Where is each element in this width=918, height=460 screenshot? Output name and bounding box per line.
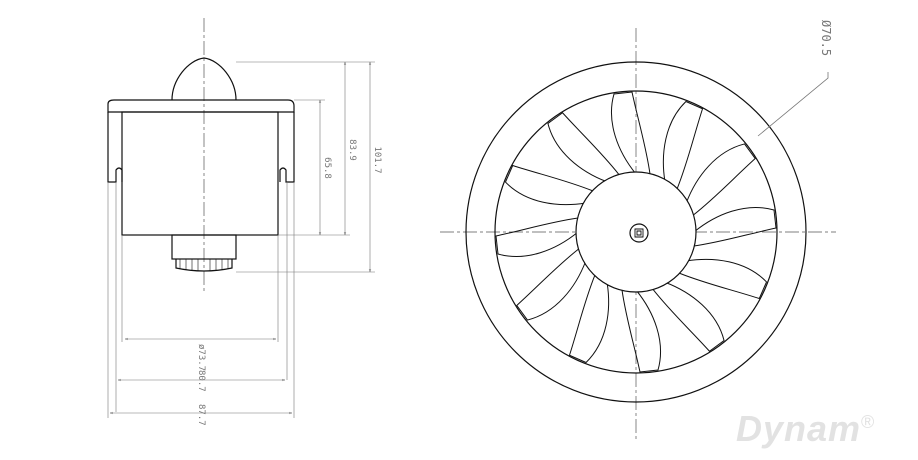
spinner: [171, 57, 237, 101]
blade: [662, 100, 704, 190]
dim-65-8: 65.8: [322, 157, 332, 179]
rotor-blades: [495, 91, 777, 373]
dim-101-7: 101.7: [372, 146, 382, 173]
blade: [495, 217, 579, 258]
blade: [678, 258, 768, 300]
blade: [504, 164, 594, 206]
dynam-logo: Dynam®: [736, 408, 876, 449]
dim-70-5: Ø70.5: [819, 20, 833, 56]
outer-shroud: [465, 61, 807, 403]
blade: [610, 91, 651, 175]
blade: [685, 143, 756, 216]
shroud-right-wall: [279, 112, 295, 183]
inner-duct: [494, 90, 778, 374]
shroud-lip: [107, 99, 295, 113]
motor: [171, 234, 237, 260]
dim-80-7: 80.7: [196, 370, 206, 392]
hub-nut: [629, 223, 649, 243]
hub: [575, 171, 697, 293]
blade: [516, 248, 587, 321]
blade: [568, 274, 610, 364]
shroud-left-wall: [107, 112, 123, 183]
diameter-callout: [757, 72, 829, 137]
blade: [693, 206, 777, 247]
motor-end: [175, 259, 233, 272]
dim-87-7: 87.7: [196, 404, 206, 426]
fan-body: [121, 111, 279, 236]
blade: [547, 112, 620, 183]
side-view: [107, 18, 295, 418]
blade: [652, 281, 725, 352]
dim-83-9: 83.9: [347, 139, 357, 161]
hex-socket-icon: [634, 228, 644, 238]
side-dimensions: [110, 62, 375, 413]
blade: [621, 289, 662, 373]
dim-73-7: ø73.7: [196, 344, 206, 371]
front-view: [440, 28, 836, 440]
